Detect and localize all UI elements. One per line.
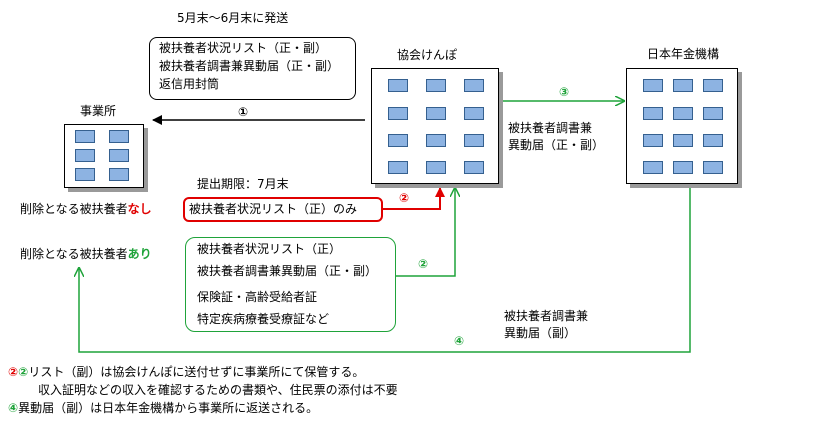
note-3: ④異動届（副）は日本年金機構から事業所に返送される。 bbox=[8, 401, 319, 415]
case-yes-doc-1: 被扶養者状況リスト（正） bbox=[197, 242, 342, 256]
dispatch-note: 5月末～6月末に発送 bbox=[177, 11, 289, 25]
note-2: 収入証明などの収入を確認するための書類や、住民票の添付は不要 bbox=[38, 383, 398, 397]
dispatch-doc-2: 被扶養者調書兼異動届（正・副） bbox=[159, 59, 340, 73]
kyokai-building bbox=[371, 68, 499, 184]
step4-doc-line1: 被扶養者調書兼 bbox=[504, 309, 589, 323]
dispatch-doc-3: 返信用封筒 bbox=[159, 77, 220, 91]
dispatch-doc-1: 被扶養者状況リスト（正・副） bbox=[159, 41, 328, 55]
dispatch-docs-box: 被扶養者状況リスト（正・副） 被扶養者調書兼異動届（正・副） 返信用封筒 bbox=[149, 37, 356, 100]
kyokai-title: 協会けんぽ bbox=[397, 48, 458, 62]
step3-doc-line1: 被扶養者調書兼 bbox=[508, 121, 593, 135]
step3-label: ③ bbox=[559, 85, 570, 99]
case-none-box: 被扶養者状況リスト（正）のみ bbox=[183, 197, 383, 222]
case-yes-doc-3: 保険証・高齢受給者証 bbox=[197, 290, 318, 304]
nenkin-title: 日本年金機構 bbox=[647, 47, 720, 61]
nenkin-building bbox=[626, 68, 738, 184]
deadline-label: 提出期限：7月末 bbox=[197, 177, 289, 191]
arrow-step2-red bbox=[383, 187, 445, 210]
office-title: 事業所 bbox=[80, 104, 117, 118]
case-yes-box: 被扶養者状況リスト（正） 被扶養者調書兼異動届（正・副） 保険証・高齢受給者証 … bbox=[185, 237, 396, 332]
case-none-label: 削除となる被扶養者なし bbox=[20, 202, 152, 216]
case-yes-suffix: あり bbox=[127, 247, 152, 261]
step4-doc-line2: 異動届（副） bbox=[504, 326, 577, 340]
arrow-step4 bbox=[79, 188, 691, 353]
office-building bbox=[64, 124, 144, 188]
arrow-step2-green bbox=[396, 188, 455, 277]
step2-red-label: ② bbox=[399, 191, 410, 205]
step1-label: ① bbox=[238, 105, 249, 119]
note-1: ②②リスト（副）は協会けんぽに送付せずに事業所にて保管する。 bbox=[8, 365, 365, 379]
case-yes-doc-2: 被扶養者調書兼異動届（正・副） bbox=[197, 264, 378, 278]
case-none-doc: 被扶養者状況リスト（正）のみ bbox=[189, 202, 358, 216]
case-none-suffix: なし bbox=[127, 202, 152, 216]
step4-label: ④ bbox=[454, 334, 465, 348]
case-yes-doc-4: 特定疾病療養受療証など bbox=[197, 312, 330, 326]
case-yes-label: 削除となる被扶養者あり bbox=[20, 247, 152, 261]
step3-doc-line2: 異動届（正・副） bbox=[508, 138, 605, 152]
step2-green-label: ② bbox=[418, 257, 429, 271]
